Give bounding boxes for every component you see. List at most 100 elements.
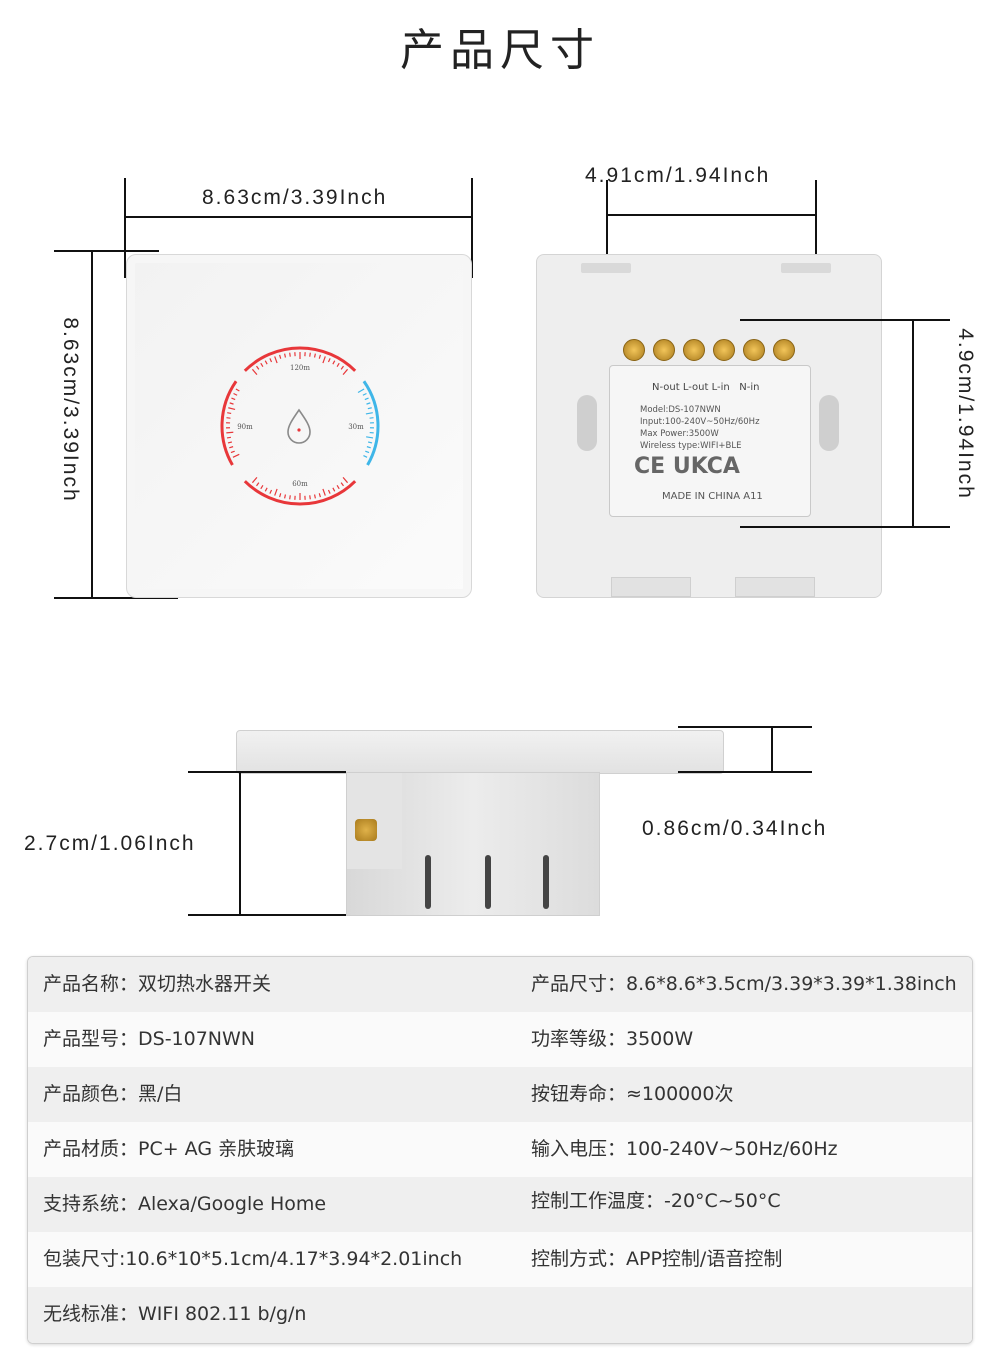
front-height-label: 8.63cm/3.39Inch (59, 317, 82, 503)
spec-left: 产品名称：双切热水器开关 (43, 973, 272, 995)
dial-tick (362, 392, 367, 396)
terminal-screw (773, 339, 795, 361)
dial-tick (368, 441, 373, 444)
dial-arc-right (362, 380, 380, 466)
dial-tick (226, 436, 232, 439)
terminal-screw (713, 339, 735, 361)
dial-tick (232, 453, 240, 458)
dim-line (54, 250, 159, 252)
dim-line (471, 178, 473, 278)
dial-tick (279, 354, 282, 359)
terminal-screw (743, 339, 765, 361)
spec-table: 产品名称：双切热水器开关 产品尺寸：8.6*8.6*3.5cm/3.39*3.3… (27, 956, 973, 1344)
dim-line (606, 214, 817, 216)
spec-right: 输入电压：100-240V~50Hz/60Hz (531, 1138, 838, 1160)
spec-left: 产品颜色：黑/白 (43, 1083, 183, 1105)
spec-right: 按钮寿命：≈100000次 (531, 1083, 734, 1105)
dial-tick (226, 431, 234, 434)
dial-tick (336, 485, 340, 490)
terminal-screw (653, 339, 675, 361)
dial-tick (231, 397, 236, 401)
dial-tick (279, 493, 282, 498)
label-power: Max Power:3500W (640, 429, 719, 439)
dial-left-label: 90m (237, 423, 253, 431)
dial-tick (365, 450, 370, 454)
table-row: 产品颜色：黑/白 按钮寿命：≈100000次 (28, 1067, 972, 1122)
vent-slot (425, 855, 431, 909)
dim-line (124, 216, 473, 218)
dim-line (771, 726, 773, 773)
dial-tick (336, 362, 340, 367)
dial-tick (366, 402, 371, 405)
dial-tick (365, 412, 373, 415)
made-in-label: MADE IN CHINA A11 (662, 491, 763, 502)
dial-tick (322, 356, 326, 364)
dial-tick (363, 455, 368, 458)
dial-tick (274, 488, 278, 496)
spec-left: 包装尺寸:10.6*10*5.1cm/4.17*3.94*2.01inch (43, 1248, 463, 1270)
dial-tick (229, 402, 234, 405)
dim-line (678, 771, 812, 773)
dial-tick (284, 353, 287, 358)
dial-arc-top (243, 346, 357, 372)
dial-tick (264, 487, 268, 492)
dim-line (91, 250, 93, 599)
water-drop-icon (287, 408, 311, 444)
table-row: 产品材质：PC+ AG 亲肤玻璃 输入电压：100-240V~50Hz/60Hz (28, 1122, 972, 1177)
dim-line (239, 771, 241, 916)
dial-tick (327, 489, 331, 494)
dim-line (740, 526, 950, 528)
mount-clip (581, 263, 631, 273)
dial-bottom-label: 60m (292, 480, 308, 488)
table-row: 产品名称：双切热水器开关 产品尺寸：8.6*8.6*3.5cm/3.39*3.3… (28, 957, 972, 1012)
dial-tick (313, 494, 316, 499)
side-module-body (346, 772, 600, 916)
mount-clip (611, 577, 691, 597)
dial-tick (318, 493, 321, 498)
label-model: Model:DS-107NWN (640, 405, 721, 415)
dial-top-label: 120m (290, 364, 310, 372)
brass-screw (355, 819, 377, 841)
dial-tick (309, 352, 311, 357)
switch-front-panel (126, 254, 472, 598)
front-width-label: 8.63cm/3.39Inch (202, 186, 388, 209)
dial-tick (340, 482, 344, 487)
dial-tick (230, 450, 235, 454)
dial-tick (364, 397, 369, 401)
table-row: 支持系统：Alexa/Google Home 控制工作温度：-20°C~50°C (28, 1177, 972, 1232)
spec-right: 功率等级：3500W (531, 1028, 694, 1050)
vent-slot (485, 855, 491, 909)
table-row: 产品型号：DS-107NWN 功率等级：3500W (28, 1012, 972, 1067)
dial-tick (264, 360, 268, 365)
back-width-label: 4.91cm/1.94Inch (585, 164, 771, 187)
dial-tick (256, 365, 260, 370)
dial-tick (327, 358, 331, 363)
dial-tick (251, 476, 258, 484)
spec-left: 产品型号：DS-107NWN (43, 1028, 256, 1050)
spec-right: 控制工作温度：-20°C~50°C (531, 1190, 781, 1212)
dial-tick (228, 407, 236, 411)
dial-tick (357, 388, 365, 394)
dial-tick (342, 368, 349, 376)
spec-left: 支持系统：Alexa/Google Home (43, 1193, 327, 1215)
dial-tick (313, 353, 316, 358)
label-input: Input:100-240V~50Hz/60Hz (640, 417, 760, 427)
spec-right: 控制方式：APP控制/语音控制 (531, 1248, 783, 1270)
dial-tick (233, 392, 238, 396)
dial-tick (342, 476, 349, 484)
dial-tick (289, 495, 291, 500)
mount-clip (735, 577, 815, 597)
dial-tick (366, 436, 374, 439)
dial-tick (274, 356, 278, 364)
page-title: 产品尺寸 (400, 25, 600, 76)
dial-tick (318, 354, 321, 359)
back-height-label: 4.9cm/1.94Inch (954, 328, 977, 500)
side-thickness-label: 0.86cm/0.34Inch (642, 817, 828, 840)
dial-tick (269, 358, 273, 363)
dial-arc-bottom (243, 480, 357, 506)
side-depth-label: 2.7cm/1.06Inch (24, 832, 196, 855)
vent-slot (543, 855, 549, 909)
screw-slot (819, 395, 839, 451)
dim-line (188, 771, 346, 773)
cert-marks: CE UKCA (634, 454, 740, 479)
